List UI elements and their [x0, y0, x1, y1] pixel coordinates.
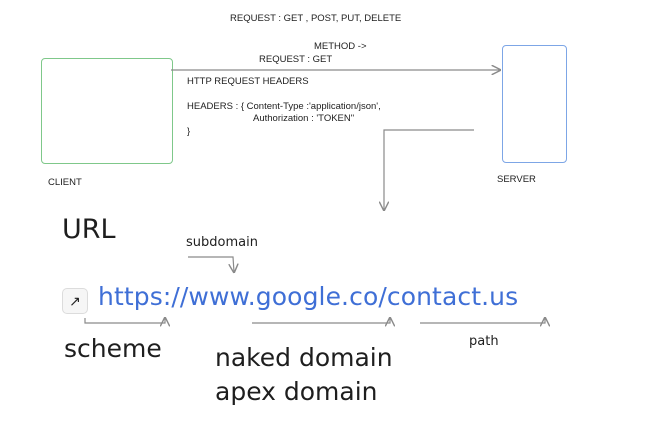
client-box	[41, 58, 173, 164]
path-bracket	[420, 318, 545, 323]
subdomain-label: subdomain	[186, 235, 258, 250]
headers-title: HTTP REQUEST HEADERS	[187, 76, 309, 87]
scheme-label: scheme	[64, 334, 162, 363]
url-text[interactable]: https://www.google.co/contact.us	[98, 282, 519, 311]
link-arrow-icon[interactable]: ↗	[62, 288, 88, 314]
headers-line2: Authorization : 'TOKEN"	[253, 113, 355, 124]
path-label: path	[469, 334, 499, 349]
naked-domain-label: naked domain	[215, 343, 393, 372]
server-box	[502, 45, 567, 163]
server-label: SERVER	[497, 174, 536, 185]
domain-bracket	[252, 318, 390, 323]
client-label: CLIENT	[48, 177, 82, 188]
scheme-bracket	[84, 318, 165, 323]
headers-line1: HEADERS : { Content-Type :'application/j…	[187, 101, 381, 112]
headers-close: }	[187, 126, 191, 137]
apex-domain-label: apex domain	[215, 377, 378, 406]
request-get-label: REQUEST : GET	[259, 54, 333, 65]
response-arrow	[384, 129, 474, 210]
url-heading: URL	[62, 214, 116, 245]
request-methods-label: REQUEST : GET , POST, PUT, DELETE	[230, 13, 402, 24]
method-arrow-label: METHOD ->	[314, 41, 367, 52]
subdomain-arrow	[188, 256, 234, 272]
